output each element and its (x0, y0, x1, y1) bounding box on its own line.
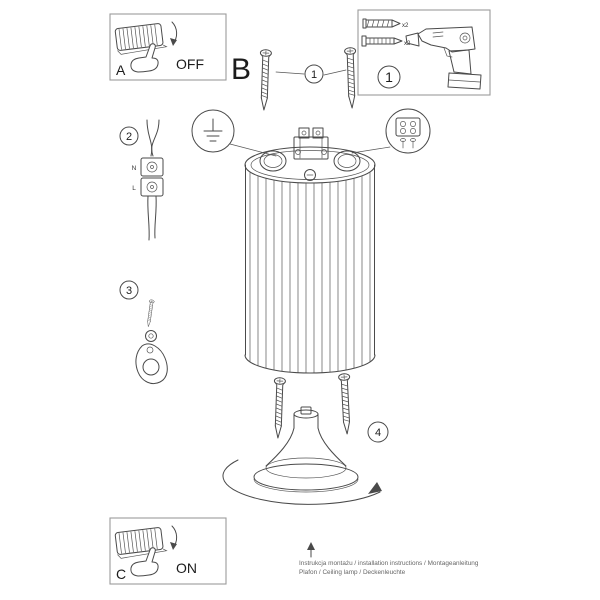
step-b-label: B (231, 53, 251, 86)
mounting-bracket-icon (135, 330, 168, 385)
wire-connector-icon (140, 119, 164, 241)
step-2-circle (119, 126, 139, 146)
footer-line2: Plafon / Ceiling lamp / Deckenleuchte (299, 569, 406, 576)
bracket-step: 3 (119, 280, 168, 385)
screw-icon (337, 373, 354, 435)
screw-icon (271, 377, 287, 439)
canopy-screws (271, 373, 354, 439)
step-a-box: A OFF (109, 13, 227, 81)
step-3-circle (119, 280, 139, 300)
screw-icon (257, 49, 273, 111)
anchor-screw-qty: x2 (404, 41, 411, 47)
mounting-screws: 1 (257, 47, 359, 111)
lamp-shade (244, 127, 376, 374)
box-step-1-circle (377, 65, 401, 89)
step-c-box: C ON (109, 517, 227, 585)
flute-lines (249, 171, 371, 374)
step-a-label: A (116, 62, 126, 78)
canopy-step: 4 (222, 406, 389, 505)
anchor-screw-icon (361, 35, 403, 47)
ground-symbol-icon (203, 118, 223, 142)
wire-n-label: N (132, 165, 137, 172)
canopy-icon (253, 406, 359, 493)
screw-icon (343, 47, 359, 109)
step-c-label: C (116, 566, 126, 582)
wiring-step: 2 N L (119, 119, 164, 241)
footer-line1: Instrukcja montażu / installation instru… (299, 560, 479, 567)
box-step-1-number: 1 (385, 69, 393, 85)
step-2-number: 2 (126, 131, 132, 143)
wire-l-label: L (132, 185, 136, 192)
terminal-detail-callout (351, 108, 431, 154)
step-4-number: 4 (375, 427, 381, 439)
footer: Instrukcja montażu / installation instru… (299, 542, 479, 576)
terminal-block-icon (395, 117, 421, 149)
rotation-arrow-icon (222, 459, 382, 505)
off-label: OFF (176, 56, 204, 72)
step-1-circle (304, 64, 324, 84)
step-3-number: 3 (126, 285, 132, 297)
step-4-circle (367, 421, 389, 443)
tools-box: x2 x2 1 (357, 9, 491, 96)
wall-plug-icon (362, 18, 401, 29)
ceiling-plate-icon (293, 127, 329, 160)
small-screw-icon (145, 299, 155, 328)
up-arrow-icon (307, 542, 315, 558)
ground-detail-callout (191, 109, 277, 157)
wall-plug-qty: x2 (402, 23, 409, 29)
on-label: ON (176, 560, 197, 576)
drill-icon (405, 26, 482, 90)
step-1-number: 1 (311, 69, 317, 81)
